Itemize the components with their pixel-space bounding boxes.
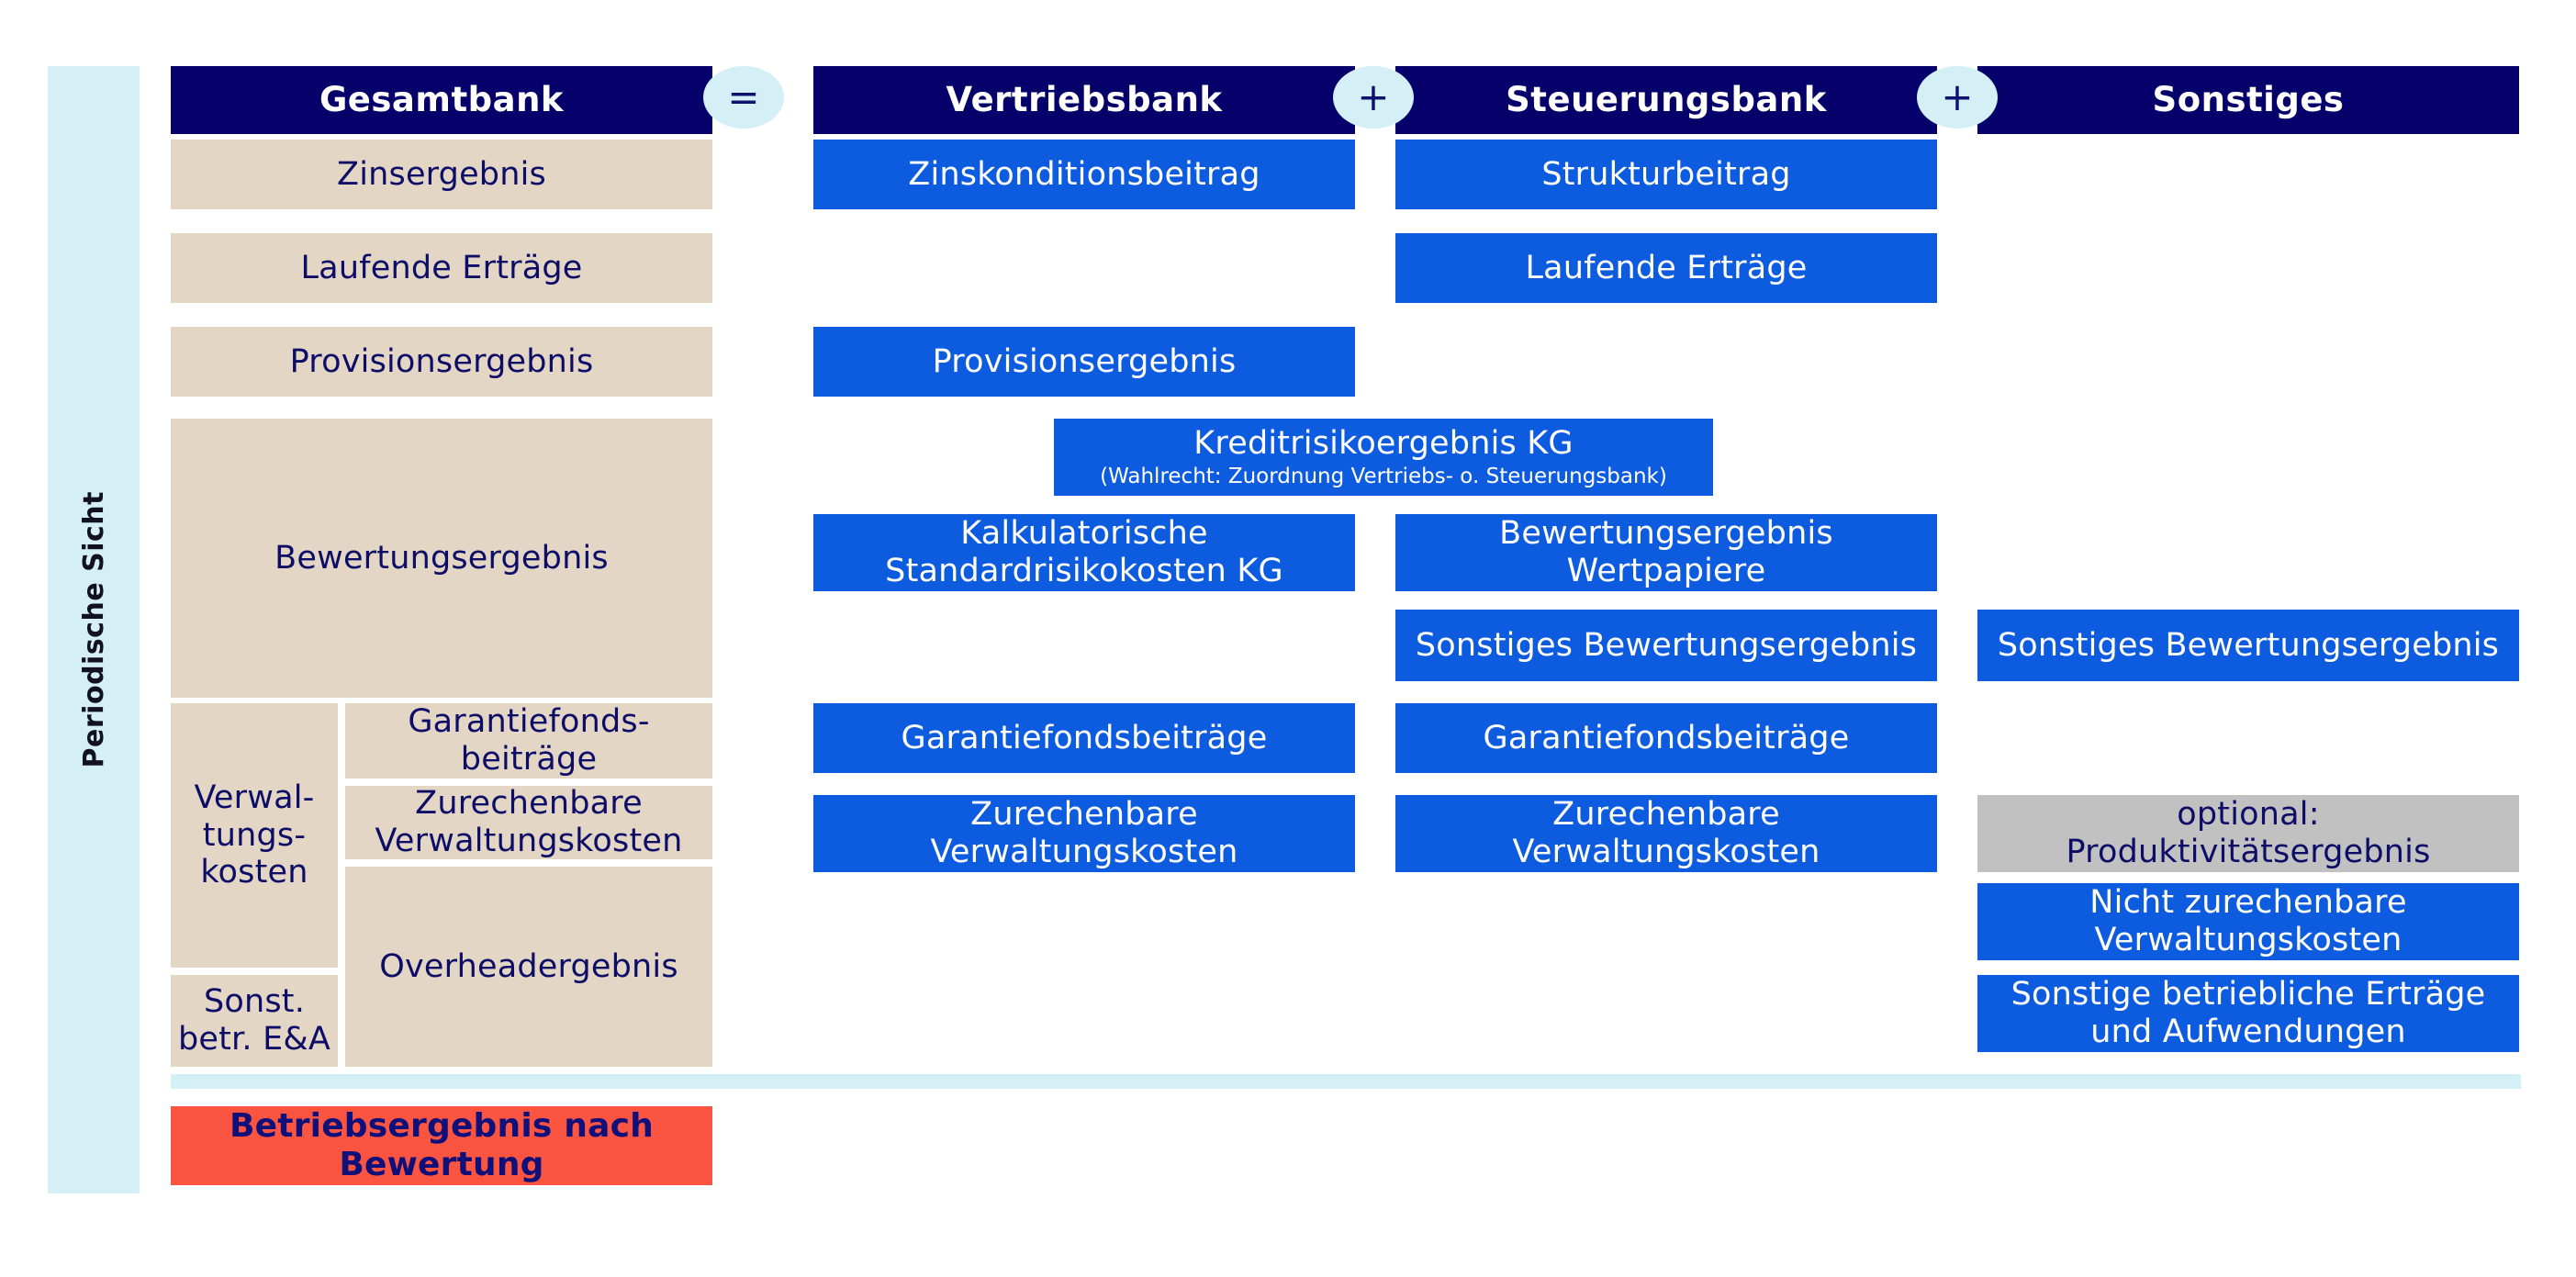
gesamtbank-item-verwaltungskosten: Verwal- tungs- kosten bbox=[171, 703, 338, 968]
sonstiges-item-sonstiges-bewertungsergebnis: Sonstiges Bewertungsergebnis bbox=[1977, 610, 2519, 681]
sonstiges-item-sonstige-betriebliche-ertraege: Sonstige betriebliche Erträge und Aufwen… bbox=[1977, 975, 2519, 1052]
steuerungsbank-item-strukturbeitrag: Strukturbeitrag bbox=[1395, 140, 1937, 209]
steuerungsbank-item-laufende-ertraege: Laufende Erträge bbox=[1395, 233, 1937, 303]
column-header-vertriebsbank: Vertriebsbank bbox=[813, 66, 1355, 134]
gesamtbank-item-laufende-ertraege: Laufende Erträge bbox=[171, 233, 712, 303]
gesamtbank-result-betriebsergebnis: Betriebsergebnis nach Bewertung bbox=[171, 1106, 712, 1185]
gesamtbank-item-garantiefondsbeitraege: Garantiefonds- beiträge bbox=[345, 703, 712, 779]
gesamtbank-item-zinsergebnis: Zinsergebnis bbox=[171, 140, 712, 209]
kreditrisiko-subtitle: (Wahlrecht: Zuordnung Vertriebs- o. Steu… bbox=[1100, 464, 1667, 488]
steuerungsbank-item-zurechenbare-verwaltungskosten: Zurechenbare Verwaltungskosten bbox=[1395, 795, 1937, 872]
vertriebsbank-item-kalkulatorische-standardrisikokosten: Kalkulatorische Standardrisikokosten KG bbox=[813, 514, 1355, 591]
gesamtbank-item-provisionsergebnis: Provisionsergebnis bbox=[171, 327, 712, 397]
spanning-box-kreditrisikoergebnis: Kreditrisikoergebnis KG (Wahlrecht: Zuor… bbox=[1054, 419, 1713, 496]
gesamtbank-item-sonst-betr-ea: Sonst. betr. E&A bbox=[171, 975, 338, 1067]
operator-equals: = bbox=[703, 66, 784, 129]
vertriebsbank-item-zinskonditionsbeitrag: Zinskonditionsbeitrag bbox=[813, 140, 1355, 209]
column-header-gesamtbank: Gesamtbank bbox=[171, 66, 712, 134]
vertriebsbank-item-zurechenbare-verwaltungskosten: Zurechenbare Verwaltungskosten bbox=[813, 795, 1355, 872]
vertriebsbank-item-provisionsergebnis: Provisionsergebnis bbox=[813, 327, 1355, 397]
column-header-steuerungsbank: Steuerungsbank bbox=[1395, 66, 1937, 134]
gesamtbank-item-bewertungsergebnis: Bewertungsergebnis bbox=[171, 419, 712, 698]
steuerungsbank-item-bewertungsergebnis-wertpapiere: Bewertungsergebnis Wertpapiere bbox=[1395, 514, 1937, 591]
gesamtbank-item-overheadergebnis: Overheadergebnis bbox=[345, 867, 712, 1067]
side-rail-text: Periodische Sicht bbox=[77, 491, 110, 768]
periodische-sicht-label: Periodische Sicht bbox=[48, 66, 140, 1193]
sonstiges-item-optional-produktivitaetsergebnis: optional: Produktivitätsergebnis bbox=[1977, 795, 2519, 872]
steuerungsbank-item-sonstiges-bewertungsergebnis: Sonstiges Bewertungsergebnis bbox=[1395, 610, 1937, 681]
vertriebsbank-item-garantiefondsbeitraege: Garantiefondsbeiträge bbox=[813, 703, 1355, 773]
column-header-sonstiges: Sonstiges bbox=[1977, 66, 2519, 134]
periodische-sicht-rail bbox=[48, 66, 140, 1193]
kreditrisiko-title: Kreditrisikoergebnis KG bbox=[1193, 424, 1574, 462]
steuerungsbank-item-garantiefondsbeitraege: Garantiefondsbeiträge bbox=[1395, 703, 1937, 773]
operator-plus-1: + bbox=[1333, 66, 1414, 129]
operator-plus-2: + bbox=[1917, 66, 1998, 129]
section-divider bbox=[171, 1074, 2521, 1089]
sonstiges-item-nicht-zurechenbare-verwaltungskosten: Nicht zurechenbare Verwaltungskosten bbox=[1977, 883, 2519, 960]
gesamtbank-item-zurechenbare-verwaltungskosten: Zurechenbare Verwaltungskosten bbox=[345, 785, 712, 859]
